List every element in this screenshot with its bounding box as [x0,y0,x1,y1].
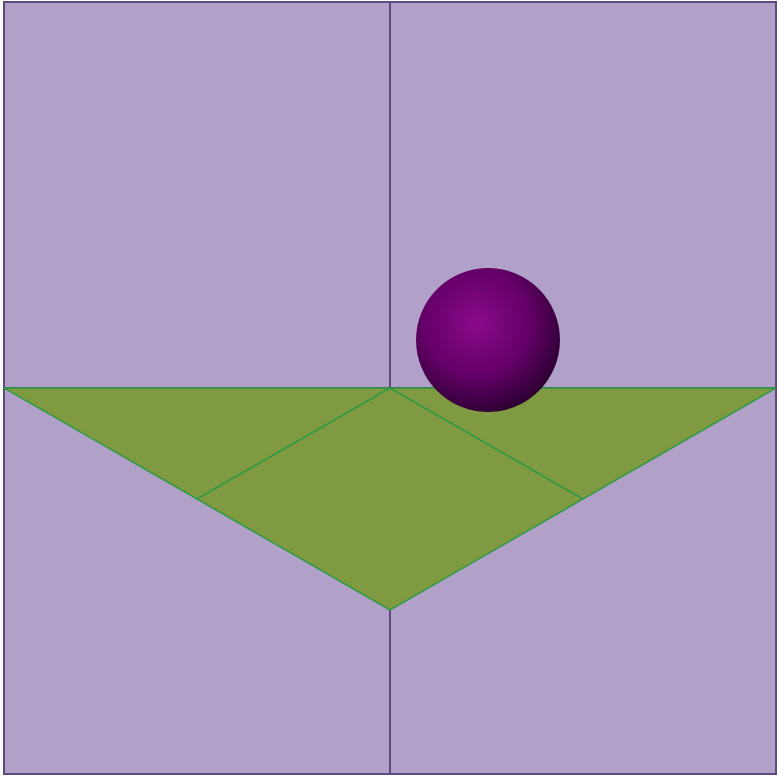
ball[interactable] [416,268,560,412]
floor-tile-right [389,387,777,500]
panel-top-left [3,1,391,389]
